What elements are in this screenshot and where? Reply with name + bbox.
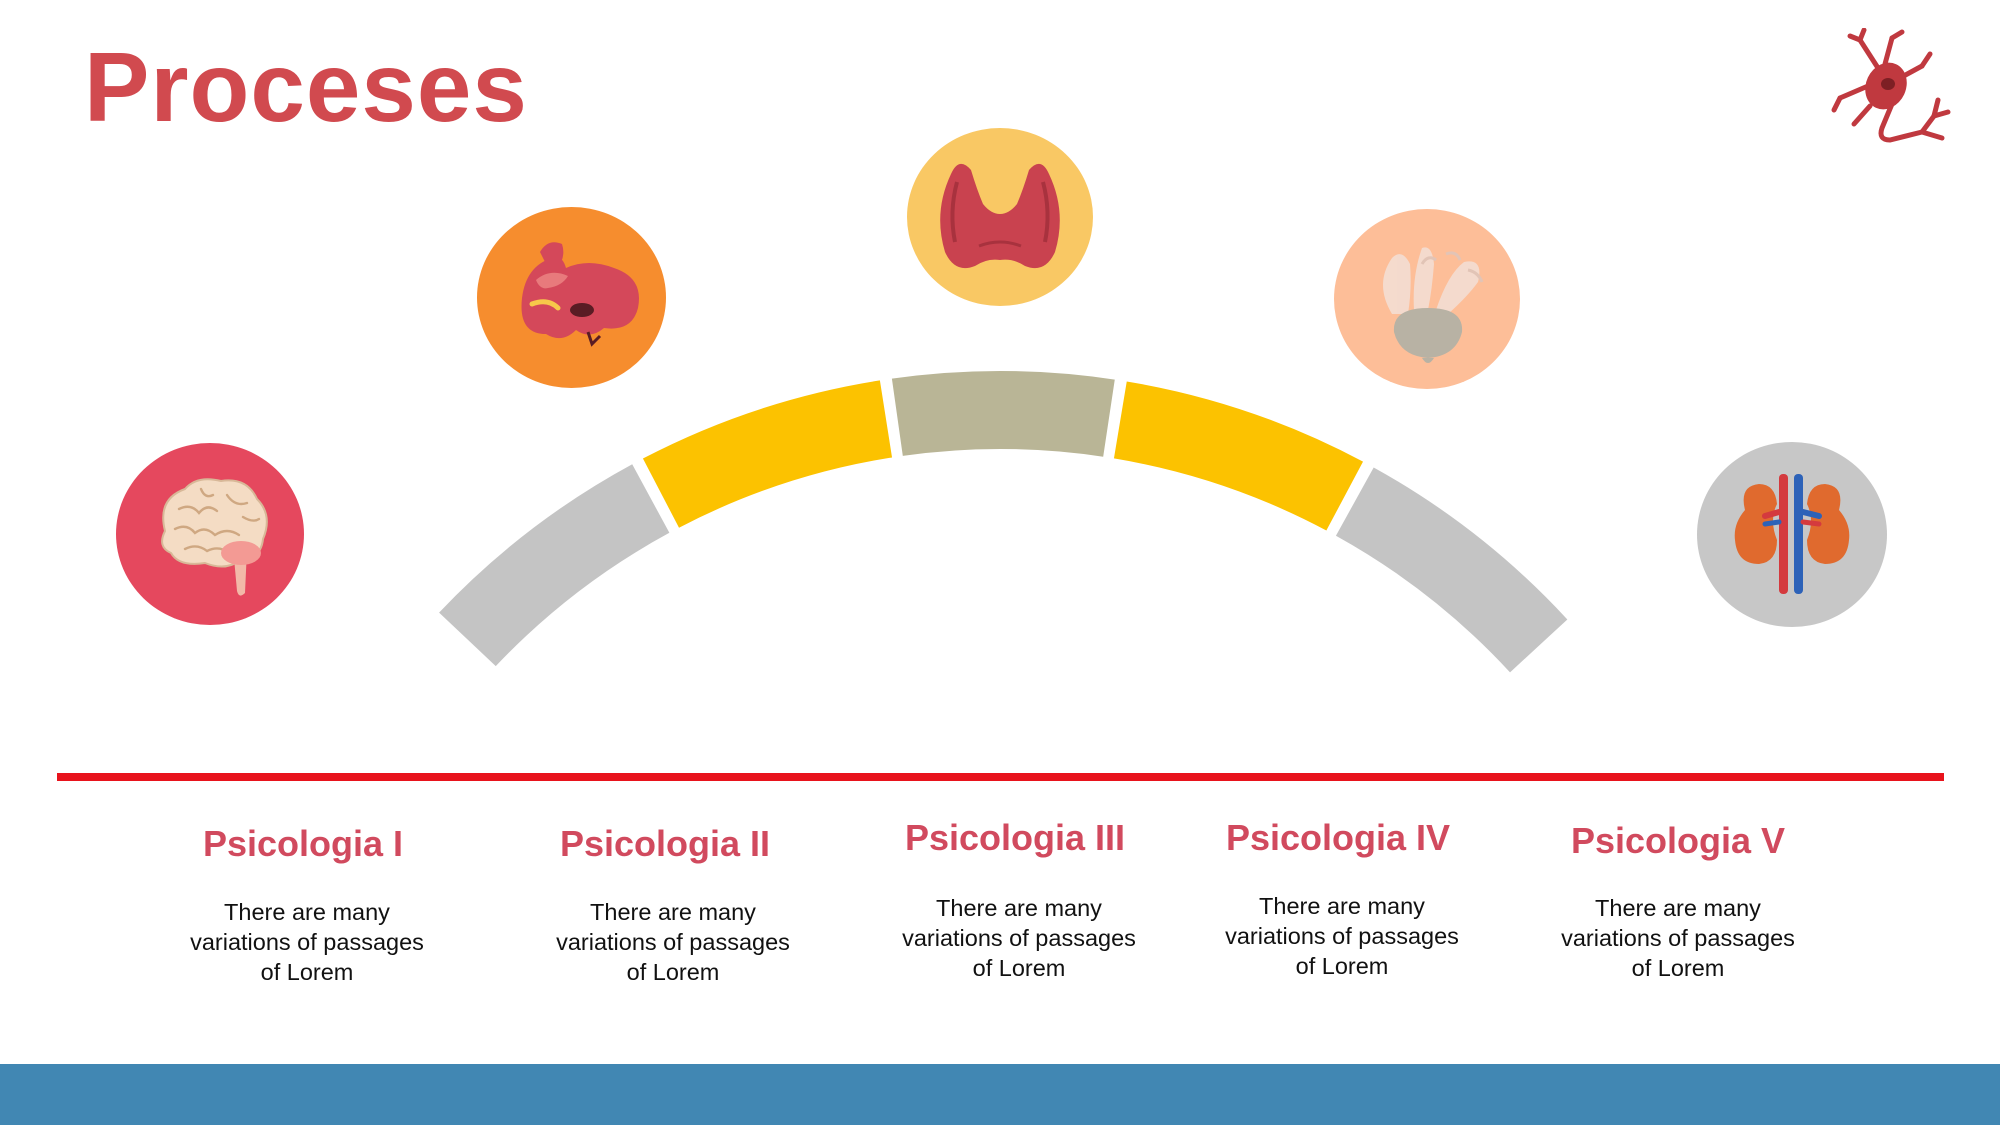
arc-segment-4	[1113, 381, 1364, 531]
step-2-title: Psicologia II	[559, 823, 771, 864]
thyroid-icon	[940, 163, 1060, 269]
step-1-title: Psicologia I	[202, 823, 404, 864]
adrenal-icon	[1383, 247, 1484, 363]
brain-icon	[161, 478, 268, 596]
step-3-icon-circle	[907, 128, 1093, 306]
step-5-description: There are many variations of passages of…	[1561, 895, 1795, 981]
step-4-title: Psicologia IV	[1225, 817, 1451, 858]
page-title: Proceses	[84, 32, 528, 142]
step-3-description: There are many variations of passages of…	[902, 895, 1136, 981]
step-2-icon-circle	[477, 207, 666, 388]
step-5-icon-circle	[1697, 442, 1887, 627]
kidneys-icon	[1734, 473, 1850, 594]
step-4-description: There are many variations of passages of…	[1225, 893, 1459, 979]
step-4-icon-circle	[1334, 209, 1520, 389]
pituitary-icon	[521, 241, 639, 347]
step-5-title: Psicologia V	[1570, 820, 1786, 861]
step-2-description: There are many variations of passages of…	[556, 899, 790, 985]
step-3-title: Psicologia III	[904, 817, 1126, 858]
arc-segment-2	[642, 380, 893, 528]
arc-segment-1	[439, 464, 670, 667]
footer-bar	[0, 1064, 2000, 1125]
baseline	[57, 773, 1944, 781]
step-1-description: There are many variations of passages of…	[190, 899, 424, 985]
arc-segment-5	[1335, 467, 1568, 673]
step-1-icon-circle	[116, 443, 304, 625]
neuron-icon	[1831, 28, 1951, 143]
arc-segment-3	[891, 371, 1115, 457]
